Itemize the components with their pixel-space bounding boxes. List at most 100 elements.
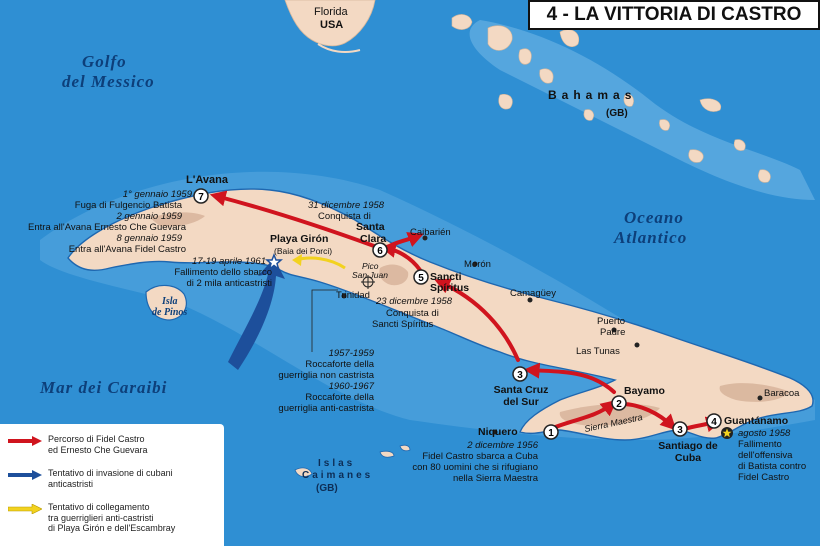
place-moron: Morón <box>464 259 491 270</box>
escambray-note-2-2: guerriglia anti-castrista <box>278 403 374 414</box>
legend-blue-arrow-icon <box>8 470 42 480</box>
legend-yellow-arrow-icon <box>8 504 42 514</box>
stop-4-name: Guantánamo <box>724 415 789 427</box>
place-camaguey: Camagüey <box>510 288 556 299</box>
legend-connection-line2: tra guerriglieri anti-castristi <box>48 512 154 523</box>
escambray-leader <box>311 289 338 352</box>
stop-number-6: 6 <box>377 246 383 257</box>
stop-3-name: Santiago de Cuba <box>658 440 718 464</box>
stop-number-2: 2 <box>616 399 622 410</box>
caribbean-label: Mar dei Caraibi <box>40 378 168 397</box>
stop-7-date-3: 8 gennaio 1959 <box>116 233 182 244</box>
giron-name: Playa Girón <box>270 233 329 245</box>
stop-4-date: agosto 1958 <box>738 428 791 439</box>
pinos-label-line1: Isla <box>162 296 178 307</box>
stop-number-3: 3 <box>677 425 683 436</box>
gulf-label-line1: Golfo <box>82 52 127 71</box>
place-puerto-padre-1: Puerto <box>597 316 625 327</box>
stop-3-alt-name-2: del Sur <box>503 396 539 408</box>
gulf-label-line2: del Messico <box>62 72 155 91</box>
stop-7-date-2: 2 gennaio 1959 <box>116 211 182 222</box>
legend-castro-line2: ed Ernesto Che Guevara <box>48 444 148 455</box>
legend-invasion-line1: Tentativo di invasione di cubani <box>48 468 173 478</box>
place-pico-2: San Juan <box>352 270 388 280</box>
giron-note-2: di 2 mila anticastristi <box>186 278 272 289</box>
stop-5-name-2: Spíritus <box>430 282 470 294</box>
giron-date: 17-19 aprile 1961 <box>192 256 266 267</box>
stop-1-note-2: con 80 uomini che si rifugiano <box>412 462 538 473</box>
escambray-note-2-1: Roccaforte della <box>305 392 374 403</box>
islas-caimanes <box>294 444 411 478</box>
place-pico-1: Pico <box>362 261 379 271</box>
stop-7-name: L'Avana <box>186 174 228 186</box>
ocean-label-line1: Oceano <box>624 208 684 227</box>
stop-marker-2: 2 <box>611 395 627 411</box>
pico-marker <box>361 275 375 289</box>
stop-marker-5: 5 <box>413 269 429 285</box>
stop-7-note-2: Entra all'Avana Ernesto Che Guevara <box>28 222 186 233</box>
stop-number-4: 4 <box>711 417 717 428</box>
map-title: 4 - LA VITTORIA DI CASTRO <box>528 0 820 30</box>
stop-marker-6: 6 <box>372 242 388 258</box>
legend-castro-line1: Percorso di Fidel Castro <box>48 434 145 444</box>
place-baracoa: Baracoa <box>764 388 800 399</box>
route-segment-6-caibarien <box>384 232 424 250</box>
escambray-note-1-2: guerriglia non castrista <box>278 370 374 381</box>
stop-7-note-1: Fuga di Fulgencio Batista <box>74 200 182 211</box>
stop-marker-1: 1 <box>543 424 559 440</box>
stop-7-note-3: Entra all'Avana Fidel Castro <box>68 244 186 255</box>
city-dots <box>341 235 763 435</box>
stop-number-7: 7 <box>198 192 204 203</box>
stop-4-note-1: Fallimento <box>738 439 782 450</box>
stop-4-note-4: Fidel Castro <box>738 472 790 483</box>
stop-6-note: Conquista di <box>318 211 371 222</box>
isla-de-pinos <box>145 284 187 321</box>
connection-arrowhead <box>292 254 302 266</box>
stop-2-name: Bayamo <box>624 385 665 397</box>
florida-keys <box>317 43 361 53</box>
cuba-landmass <box>67 188 814 441</box>
stop-markers: 1 2 3 3 4 5 6 7 <box>193 188 722 440</box>
legend-connection-line3: di Playa Girón e dell'Escambray <box>48 523 176 533</box>
stop-6-date: 31 dicembre 1958 <box>308 200 385 211</box>
stop-1-note-1: Fidel Castro sbarca a Cuba <box>422 451 538 462</box>
stop-number-3b: 3 <box>517 370 523 381</box>
florida-label: Florida <box>314 6 348 18</box>
place-caibarien: Caibarién <box>410 227 451 238</box>
caimanes-gb-label: (GB) <box>316 483 338 494</box>
invasion-arrow <box>228 258 285 370</box>
legend-red-arrow-icon <box>8 436 42 446</box>
stop-4-note-3: di Batista contro <box>738 461 807 472</box>
place-trinidad: Trinidad <box>336 290 370 301</box>
route-segment-6-7 <box>209 190 376 248</box>
stop-1-name: Niquero <box>478 426 518 438</box>
giron-sub: (Baia dei Porci) <box>274 246 333 256</box>
bahamas-gb-label: (GB) <box>606 108 628 119</box>
stop-number-1: 1 <box>548 428 554 439</box>
giron-note-1: Fallimento dello sbarco <box>174 267 272 278</box>
legend-item-invasion: Tentativo di invasione di cubani anticas… <box>8 468 222 489</box>
stop-1-note-3: nella Sierra Maestra <box>452 473 538 484</box>
route-segment-2-santacruz <box>523 362 616 394</box>
stop-marker-7: 7 <box>193 188 209 204</box>
florida-landmass <box>284 0 376 47</box>
bahamas-label: Bahamas <box>548 88 637 102</box>
stop-7-date-1: 1° gennaio 1959 <box>122 189 192 200</box>
escambray-date-1: 1957-1959 <box>328 348 374 359</box>
guantanamo-star <box>721 427 733 439</box>
stop-5-note-1: Conquista di <box>386 308 439 319</box>
bahamas-shelf <box>469 20 815 200</box>
legend-box: Percorso di Fidel Castro ed Ernesto Che … <box>0 424 224 546</box>
stop-1-date: 2 dicembre 1956 <box>467 440 538 451</box>
stop-6-name-1: Santa <box>356 221 385 233</box>
place-las-tunas: Las Tunas <box>576 346 620 357</box>
place-puerto-padre-2: Padre <box>600 327 626 338</box>
stop-5-date: 23 dicembre 1958 <box>376 296 453 307</box>
legend-item-connection: Tentativo di collegamento tra guerriglie… <box>8 502 222 534</box>
relief-hatching <box>150 212 790 426</box>
stop-number-5: 5 <box>418 273 424 284</box>
escambray-date-2: 1960-1967 <box>328 381 374 392</box>
bahamas-islands <box>451 14 771 183</box>
